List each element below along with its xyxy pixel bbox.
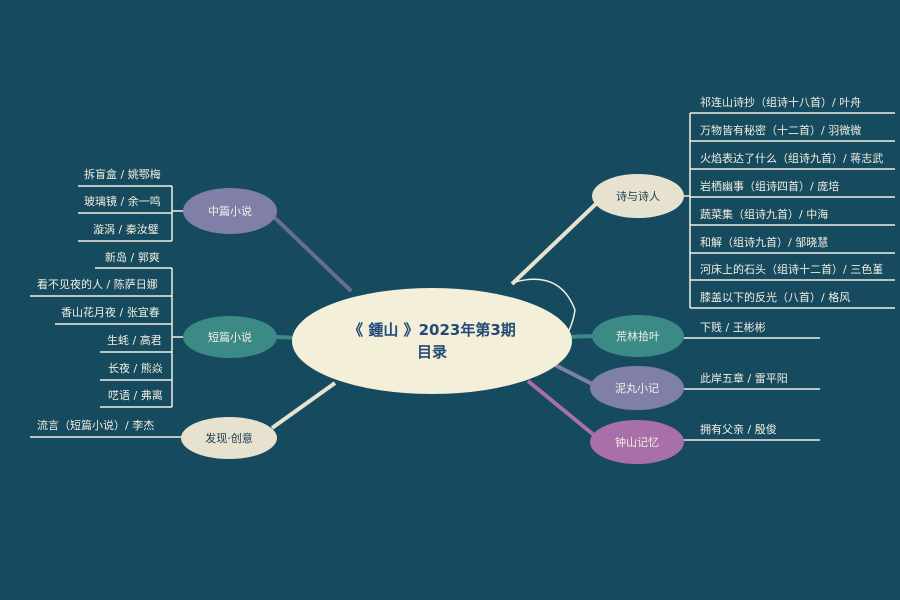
node-duanpian[interactable]: 短篇小说 xyxy=(183,316,277,358)
node-label: 诗与诗人 xyxy=(616,190,660,203)
node-label: 短篇小说 xyxy=(208,331,252,344)
node-zhongpian[interactable]: 中篇小说 xyxy=(183,188,277,234)
node-niwan[interactable]: 泥丸小记 xyxy=(590,366,684,410)
toc-item[interactable]: 此岸五章 / 雷平阳 xyxy=(700,372,788,385)
center-title: 《 鍾山 》2023年第3期 xyxy=(348,321,516,339)
node-label: 荒林拾叶 xyxy=(616,330,660,343)
toc-item[interactable]: 流言（短篇小说）/ 李杰 xyxy=(37,419,155,432)
toc-item[interactable]: 新岛 / 郭爽 xyxy=(105,251,160,264)
trunk-zhongpian xyxy=(273,216,352,292)
node-label: 发现·创意 xyxy=(205,432,253,445)
toc-item[interactable]: 看不见夜的人 / 陈萨日娜 xyxy=(37,278,158,291)
center-subtitle: 目录 xyxy=(416,343,447,361)
node-zhongshan-jiyi[interactable]: 钟山记忆 xyxy=(590,420,684,464)
toc-item[interactable]: 长夜 / 熊焱 xyxy=(108,362,163,375)
toc-item[interactable]: 河床上的石头（组诗十二首）/ 三色堇 xyxy=(700,263,884,276)
toc-item[interactable]: 拥有父亲 / 殷俊 xyxy=(700,423,777,436)
node-label: 泥丸小记 xyxy=(615,382,659,395)
toc-item[interactable]: 膝盖以下的反光（八首）/ 格风 xyxy=(700,291,851,304)
node-label: 钟山记忆 xyxy=(615,436,659,449)
toc-item[interactable]: 岩栖幽事（组诗四首）/ 庞培 xyxy=(700,180,840,193)
toc-item[interactable]: 蔬菜集（组诗九首）/ 中海 xyxy=(700,208,829,221)
center-node: 《 鍾山 》2023年第3期 目录 xyxy=(292,288,572,394)
toc-item[interactable]: 香山花月夜 / 张宜春 xyxy=(61,306,160,319)
toc-item[interactable]: 和解（组诗九首）/ 邹晓慧 xyxy=(700,236,829,249)
toc-item[interactable]: 火焰表达了什么（组诗九首）/ 蒋志武 xyxy=(700,152,884,165)
trunk-shiyushiren xyxy=(510,198,602,286)
toc-item[interactable]: 万物皆有秘密（十二首）/ 羽微微 xyxy=(700,124,862,137)
node-shiyushiren[interactable]: 诗与诗人 xyxy=(592,174,684,218)
toc-item[interactable]: 拆盲盒 / 姚鄂梅 xyxy=(84,168,161,181)
toc-item[interactable]: 呓语 / 弗离 xyxy=(108,389,163,402)
node-huanglin[interactable]: 荒林拾叶 xyxy=(592,315,684,357)
toc-item[interactable]: 祁连山诗抄（组诗十八首）/ 叶舟 xyxy=(700,96,862,109)
trunk-zhongshan-jiyi xyxy=(526,379,602,442)
toc-item[interactable]: 生蚝 / 高君 xyxy=(107,334,162,347)
trunk-faxian xyxy=(270,381,337,430)
toc-item[interactable]: 玻璃镜 / 余一鸣 xyxy=(84,195,161,208)
toc-item[interactable]: 下贱 / 王彬彬 xyxy=(700,321,766,334)
node-label: 中篇小说 xyxy=(208,205,252,218)
node-faxian[interactable]: 发现·创意 xyxy=(181,417,277,459)
toc-item[interactable]: 漩涡 / 秦汝璧 xyxy=(93,223,159,236)
